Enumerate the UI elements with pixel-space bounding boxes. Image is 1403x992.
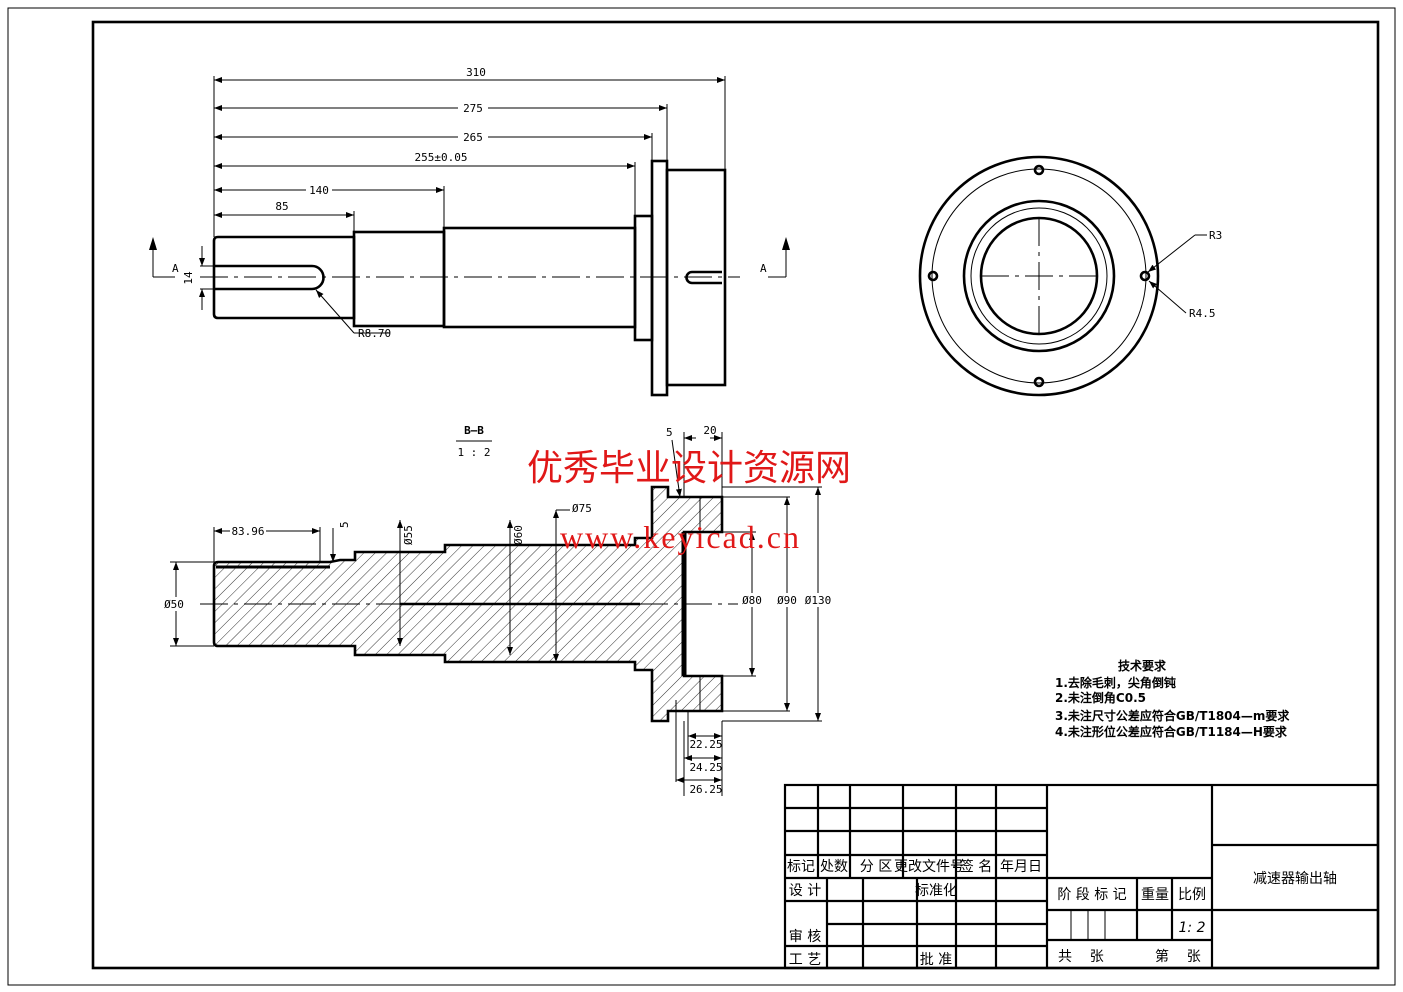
dim-14: 14 (182, 271, 195, 285)
outer-border (7, 7, 1396, 986)
end-view: R3 R4.5 (918, 155, 1222, 397)
watermark-url: www.keyicad.cn (560, 519, 801, 555)
tech-req-title: 技术要求 (1118, 658, 1167, 673)
tb-part-name: 减速器输出轴 (1253, 871, 1337, 887)
dim-255: 255±0.05 (415, 151, 468, 164)
label-r45: R4.5 (1189, 307, 1216, 320)
tb-process: 工 艺 (789, 952, 821, 968)
tb-sheet-no: 第 张 (1155, 948, 1201, 965)
tb-header-date: 年月日 (1000, 859, 1042, 875)
dim-d55: Ø55 (402, 525, 415, 545)
tb-approve: 批 准 (920, 952, 952, 968)
tb-scale-value: 1: 2 (1179, 920, 1206, 936)
dim-d60: Ø60 (512, 525, 525, 545)
tb-scale-label: 比例 (1178, 887, 1206, 903)
tb-header-zone: 分 区 (860, 859, 892, 875)
section-title: B—B (464, 424, 484, 437)
tech-req-item: 2.未注倒角C0.5 (1055, 690, 1146, 705)
title-block (783, 783, 1380, 970)
dim-20: 20 (703, 424, 716, 437)
dim-265: 265 (463, 131, 483, 144)
dim-310: 310 (466, 66, 486, 79)
tb-design: 设 计 (789, 883, 821, 899)
dim-2425: 24.25 (689, 761, 722, 774)
dim-2625: 26.25 (689, 783, 722, 796)
dim-step5: 5 (338, 521, 351, 528)
section-mark-right: A (760, 262, 767, 275)
dim-d75: Ø75 (572, 502, 592, 515)
top-view: 310 275 265 255±0.05 140 85 14 R8.70 A A (149, 64, 790, 397)
title-block-text: 标记 处数 分 区 更改文件号 签 名 年月日 设 计 标准化 审 核 工 艺 … (787, 858, 1337, 968)
tb-header-count: 处数 (820, 859, 848, 875)
dim-d50: Ø50 (164, 598, 184, 611)
watermark-cn: 优秀毕业设计资源网 (527, 448, 851, 489)
tb-standardize: 标准化 (915, 883, 957, 899)
label-r3: R3 (1209, 229, 1222, 242)
tb-header-mark: 标记 (787, 859, 815, 875)
dim-d90: Ø90 (777, 594, 797, 607)
tb-header-sign: 签 名 (960, 858, 992, 875)
dim-85: 85 (275, 200, 288, 213)
section-scale: 1 : 2 (457, 446, 490, 459)
tb-stage-mark: 阶 段 标 记 (1057, 887, 1126, 903)
section-view: B—B 1 : 2 Ø50 83.96 5 Ø55 Ø60 Ø75 (160, 424, 834, 796)
drawing-frame (91, 20, 1380, 970)
dim-8396: 83.96 (231, 525, 264, 538)
tb-header-docno: 更改文件号 (894, 859, 964, 875)
tb-weight: 重量 (1141, 887, 1169, 903)
tech-req-item: 3.未注尺寸公差应符合GB/T1804—m要求 (1055, 708, 1290, 723)
dim-d130: Ø130 (805, 594, 832, 607)
tech-req-item: 1.去除毛刺，尖角倒钝 (1055, 675, 1176, 690)
section-mark-left: A (172, 262, 179, 275)
dim-r870: R8.70 (358, 327, 391, 340)
dim-140: 140 (309, 184, 329, 197)
tb-review: 审 核 (789, 929, 821, 945)
tech-req-item: 4.未注形位公差应符合GB/T1184—H要求 (1055, 724, 1288, 739)
dim-275: 275 (463, 102, 483, 115)
tech-requirements: 技术要求 1.去除毛刺，尖角倒钝 2.未注倒角C0.5 3.未注尺寸公差应符合G… (1055, 658, 1290, 739)
dim-2225: 22.25 (689, 738, 722, 751)
dim-d80: Ø80 (742, 594, 762, 607)
dim-g5: 5 (666, 426, 673, 439)
tb-total-sheets: 共 张 (1058, 949, 1104, 965)
